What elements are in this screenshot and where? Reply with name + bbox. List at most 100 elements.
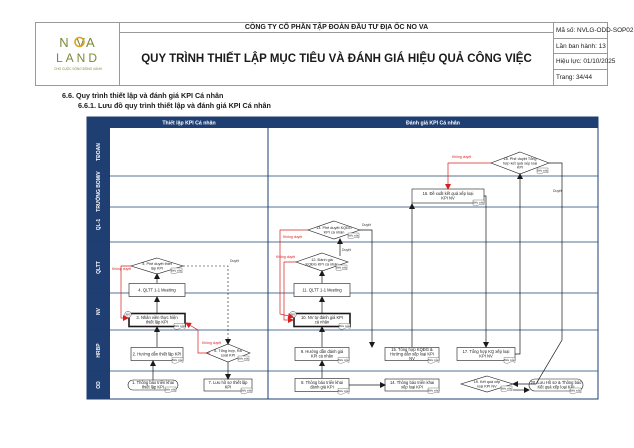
step-s15-text: 15. Tổng hợp KQĐG &Hướng dẫn xếp loại KP… <box>390 347 434 361</box>
step-s3-marker-text: NV <box>126 313 130 317</box>
phase-evaluation-title: Đánh giá KPI Cá nhân <box>406 121 460 127</box>
label-5-rejected: Không duyệt <box>112 267 131 271</box>
edge-5-3-rejected <box>120 265 131 321</box>
label-12-approved: Duyệt <box>342 248 351 252</box>
step-s15-form-icon <box>427 357 440 364</box>
step-s2-form-icon-label: Biểu mẫu <box>172 357 184 362</box>
step-s11-text: 11. QLTT 1-1 Meeting <box>302 287 342 292</box>
label-18-rejected: Không duyệt <box>452 155 471 159</box>
step-s15-box <box>384 347 440 361</box>
step-s3-form-icon-label: Biểu mẫu <box>174 323 186 328</box>
edge-6-3-rejected <box>185 322 210 354</box>
step-s20-terminator <box>528 378 584 392</box>
step-s9-form-icon <box>337 357 350 364</box>
edge-5-6 <box>183 265 231 345</box>
step-s10-marker-text: NV <box>291 313 295 317</box>
edge-12-10-rejected <box>283 261 296 323</box>
document-header: N VA LAND CHO CUỘC SỐNG ĐỒNG XANH CÔNG T… <box>35 22 633 86</box>
step-s8-form-icon-label: Biểu mẫu <box>338 388 350 393</box>
step-s18-form-icon-label: Biểu mẫu <box>537 168 549 173</box>
label-13-rejected: Không duyệt <box>283 235 302 239</box>
step-s12-form-icon-label: Biểu mẫu <box>336 265 348 270</box>
label-6-rejected: Không duyệt <box>202 341 221 345</box>
page-number: Trang: 34/44 <box>556 73 593 81</box>
step-s4-text: 4. QLTT 1-1 Meeting <box>138 287 176 292</box>
logo-ring-icon <box>74 36 85 48</box>
doc-code: Mã số: NVLG-ODD-SOP02 <box>554 23 633 39</box>
document-title: QUY TRÌNH THIẾT LẬP MỤC TIÊU VÀ ĐÁNH GIÁ… <box>141 53 532 65</box>
step-s14-form-icon <box>427 387 440 394</box>
step-s17-form-icon-label: Biểu mẫu <box>504 357 516 362</box>
effective-date: Hiệu lực: 01/10/2025 <box>554 54 615 70</box>
step-s7-form-icon-label: Biểu mẫu <box>241 388 253 393</box>
company-name: CÔNG TY CỔ PHẦN TẬP ĐOÀN ĐẦU TƯ ĐỊA ỐC N… <box>120 23 553 33</box>
step-s19-form-icon <box>500 385 513 392</box>
step-s13-form-icon <box>347 232 360 239</box>
phase-setup-title: Thiết lập KPI Cá nhân <box>162 120 215 127</box>
label-5-approved: Duyệt <box>230 259 239 263</box>
lane-label-3: QL-1 <box>96 219 102 231</box>
lane-label-6: HRBP <box>96 343 102 358</box>
step-s5-form-icon-label: Biểu mẫu <box>171 268 183 273</box>
lane-header-column <box>87 117 110 399</box>
step-s1-form-icon-label: Biểu mẫu <box>165 387 177 392</box>
step-s2-box <box>130 347 184 361</box>
step-s16-form-icon <box>472 199 485 206</box>
step-s14-form-icon-label: Biểu mẫu <box>428 388 440 393</box>
step-s19-form-icon-label: Biểu mẫu <box>501 386 513 391</box>
logo-tagline: CHO CUỘC SỐNG ĐỒNG XANH <box>54 66 103 71</box>
step-s3-form-icon <box>173 323 186 330</box>
edge-16-17 <box>483 195 489 348</box>
step-s10-form-icon <box>338 323 351 330</box>
step-s2-text: 2. Hướng dẫn thiết lập KPI <box>133 351 182 356</box>
company-logo: N VA LAND CHO CUỘC SỐNG ĐỒNG XANH <box>36 23 120 85</box>
label-18-approved: Duyệt <box>553 189 562 193</box>
step-s16-form-icon-label: Biểu mẫu <box>473 200 485 205</box>
section-heading: 6.6. Quy trình thiết lập và đánh giá KPI… <box>62 91 224 100</box>
edge-18-16-rejected <box>445 162 491 190</box>
step-s20-form-icon-label: Biểu mẫu <box>570 388 582 393</box>
label-13-approved: Duyệt <box>362 223 371 227</box>
step-s6-form-icon-label: Biểu mẫu <box>238 356 250 361</box>
step-s9-form-icon-label: Biểu mẫu <box>338 357 350 362</box>
edge-17-18 <box>515 173 523 355</box>
edge-18-19 <box>512 162 563 387</box>
edge-13-10-rejected <box>279 229 308 319</box>
logo-top-text: N VA <box>59 35 96 50</box>
step-s18-form-icon <box>536 167 549 174</box>
revision: Lần ban hành: 13 <box>554 39 608 54</box>
step-s13-form-icon-label: Biểu mẫu <box>348 233 360 238</box>
step-s8-form-icon <box>337 388 350 395</box>
step-s2-form-icon <box>171 357 184 364</box>
phase-header-bar <box>110 117 598 128</box>
step-s20-form-icon <box>569 387 582 394</box>
lane-label-2: TRƯỞNG BOM/V <box>95 171 102 212</box>
step-s6-form-icon <box>237 355 250 362</box>
step-s17-form-icon <box>503 357 516 364</box>
step-s19-decision <box>459 375 515 393</box>
label-12-rejected: Không duyệt <box>276 255 295 259</box>
step-s13-decision <box>307 220 361 240</box>
section-subheading: 6.6.1. Lưu đồ quy trình thiết lập và đán… <box>78 101 271 110</box>
step-s10-form-icon-label: Biểu mẫu <box>339 323 351 328</box>
lane-label-7: OD <box>96 381 102 389</box>
logo-bottom-text: LAND <box>56 51 100 65</box>
step-s5-form-icon <box>170 267 183 274</box>
step-s7-form-icon <box>240 387 253 394</box>
edge-13-15 <box>360 229 375 348</box>
